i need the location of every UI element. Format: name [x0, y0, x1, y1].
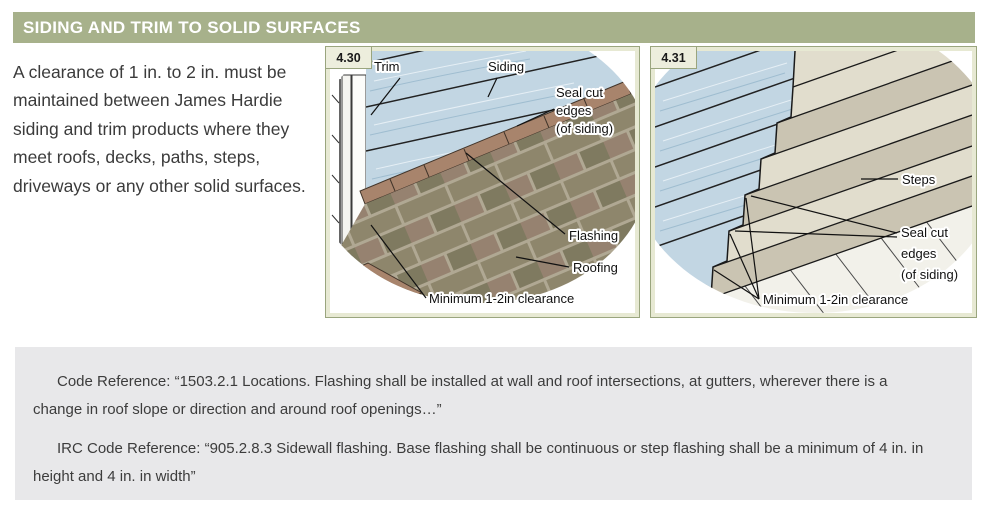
label-clearance: Minimum 1-2in clearance	[763, 292, 908, 307]
callout-line-trim	[370, 77, 401, 116]
label-siding: Siding	[488, 59, 524, 74]
callout-line-seal-2	[734, 230, 898, 238]
callout-line-clearance	[370, 224, 427, 299]
label-seal-cut-line2: edges	[556, 103, 592, 118]
label-flashing: Flashing	[569, 228, 618, 243]
callout-line-clearance-1	[745, 197, 760, 300]
label-seal-cut-line3: (of siding)	[556, 121, 613, 136]
figure-430-illustration: Trim Siding Seal cut edges (of siding) F…	[331, 51, 635, 308]
label-clearance: Minimum 1-2in clearance	[429, 291, 574, 306]
figure-431-inner: Steps Seal cut edges (of siding) Minimum…	[655, 51, 972, 313]
callout-line-clearance-2	[729, 233, 760, 300]
figure-panel-431: 4.31	[650, 46, 977, 318]
section-title: SIDING AND TRIM TO SOLID SURFACES	[23, 18, 361, 37]
label-seal-cut-line3: (of siding)	[901, 267, 958, 282]
figure-431-illustration: Steps Seal cut edges (of siding) Minimum…	[655, 51, 972, 313]
callout-line-siding	[487, 77, 498, 98]
callout-line-seal-1	[750, 195, 898, 234]
figure-430-inner: Trim Siding Seal cut edges (of siding) F…	[330, 51, 635, 313]
intro-paragraph: A clearance of 1 in. to 2 in. must be ma…	[13, 62, 306, 196]
code-paragraph-1: Code Reference: “1503.2.1 Locations. Fla…	[33, 373, 888, 418]
callout-line-clearance-3	[713, 269, 760, 300]
figure-panel-430: 4.30	[325, 46, 640, 318]
code-reference-box: Code Reference: “1503.2.1 Locations. Fla…	[15, 347, 972, 500]
label-roofing: Roofing	[573, 260, 618, 275]
label-seal-cut-line2: edges	[901, 246, 937, 261]
roof-shingles	[338, 94, 635, 303]
figure-tag-431: 4.31	[651, 47, 697, 69]
label-seal-cut-line1: Seal cut	[901, 225, 948, 240]
wall-corner-edge	[331, 79, 341, 283]
callout-line-roofing	[515, 256, 570, 268]
figure-tag-430: 4.30	[326, 47, 372, 69]
label-trim: Trim	[374, 59, 400, 74]
steps-group	[696, 51, 972, 304]
callout-line-flashing	[465, 152, 566, 235]
callout-line-seal	[516, 108, 555, 127]
code-paragraph-2: IRC Code Reference: “905.2.8.3 Sidewall …	[33, 440, 924, 485]
section-header: SIDING AND TRIM TO SOLID SURFACES	[13, 12, 975, 43]
label-steps: Steps	[902, 172, 936, 187]
label-seal-cut-line1: Seal cut	[556, 85, 603, 100]
siding-step-junction	[710, 51, 796, 298]
